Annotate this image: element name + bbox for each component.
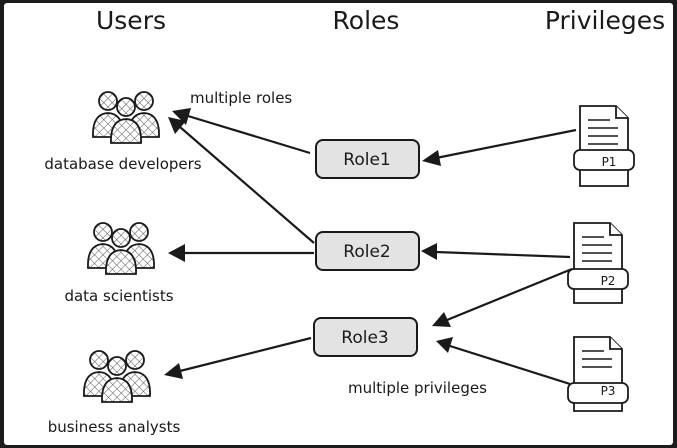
document-icon-p3 (567, 336, 629, 412)
diagram-svg: Users Roles Privileges database develope… (44, 6, 665, 436)
document-icon-p2 (567, 222, 629, 304)
role-label: Role3 (341, 328, 388, 348)
roles-header: Roles (333, 6, 400, 35)
multiple-privileges-annotation: multiple privileges (348, 379, 487, 397)
privilege-label-p3: P3 (601, 384, 616, 398)
privilege-label-p1: P1 (602, 155, 617, 169)
user-group-icon (84, 351, 150, 402)
arrow-p2-to-role2 (421, 243, 571, 260)
arrow-role1-to-database-developers (172, 108, 311, 155)
arrow-p1-to-role1 (422, 128, 577, 166)
arrow-role2-to-database-developers (168, 117, 315, 244)
user-label-business-analysts: business analysts (48, 418, 181, 436)
role-label: Role2 (343, 242, 390, 262)
arrow-role2-to-data-scientists (168, 244, 314, 262)
role-box-role2[interactable]: Role2 (315, 231, 420, 271)
user-group-icon (88, 223, 154, 274)
user-group-icon (93, 92, 159, 143)
privileges-header: Privileges (545, 6, 665, 35)
privilege-label-p2: P2 (601, 274, 616, 288)
user-label-data-scientists: data scientists (64, 287, 173, 305)
arrow-role3-to-business-analysts (164, 336, 312, 379)
role-box-role3[interactable]: Role3 (313, 317, 418, 357)
arrow-p2-to-role3 (432, 267, 573, 327)
user-label-database-developers: database developers (44, 155, 201, 173)
users-header: Users (96, 6, 166, 35)
role-label: Role1 (343, 150, 390, 170)
document-icon-p1 (573, 105, 635, 187)
arrow-p3-to-role3 (436, 337, 571, 386)
multiple-roles-annotation: multiple roles (190, 89, 292, 107)
diagram-canvas: Users Roles Privileges database develope… (4, 3, 673, 445)
role-box-role1[interactable]: Role1 (315, 139, 420, 179)
